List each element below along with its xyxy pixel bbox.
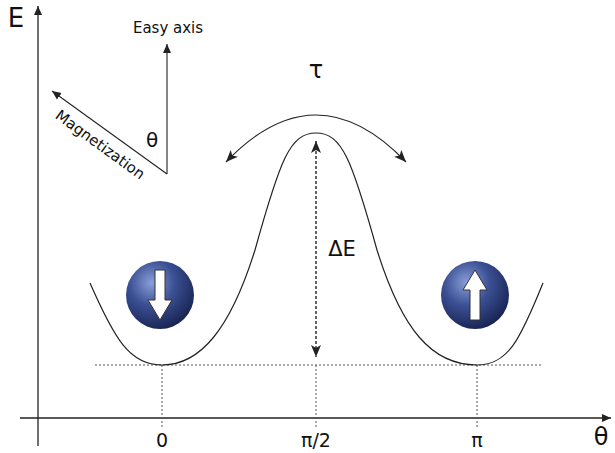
spin-down-sphere [126, 261, 194, 329]
easy-axis-line [166, 44, 167, 174]
guide-lines [95, 365, 543, 428]
energy-axis [37, 6, 38, 446]
axis-name: Magnetization [52, 107, 148, 183]
angle-symbol: θ [146, 129, 158, 151]
axis-label: θ [594, 424, 609, 450]
tick-label: π [471, 430, 482, 451]
tick-label: 0 [156, 430, 168, 451]
barrier-arrow [315, 141, 316, 357]
switching-arrow [226, 115, 406, 162]
axis-name: Easy axis [133, 20, 203, 37]
spin-up-sphere [441, 261, 509, 329]
time-symbol: τ [309, 57, 323, 83]
tick-label: π/2 [301, 430, 331, 451]
barrier-label: ΔE [328, 238, 356, 261]
axis-label: E [8, 4, 24, 33]
